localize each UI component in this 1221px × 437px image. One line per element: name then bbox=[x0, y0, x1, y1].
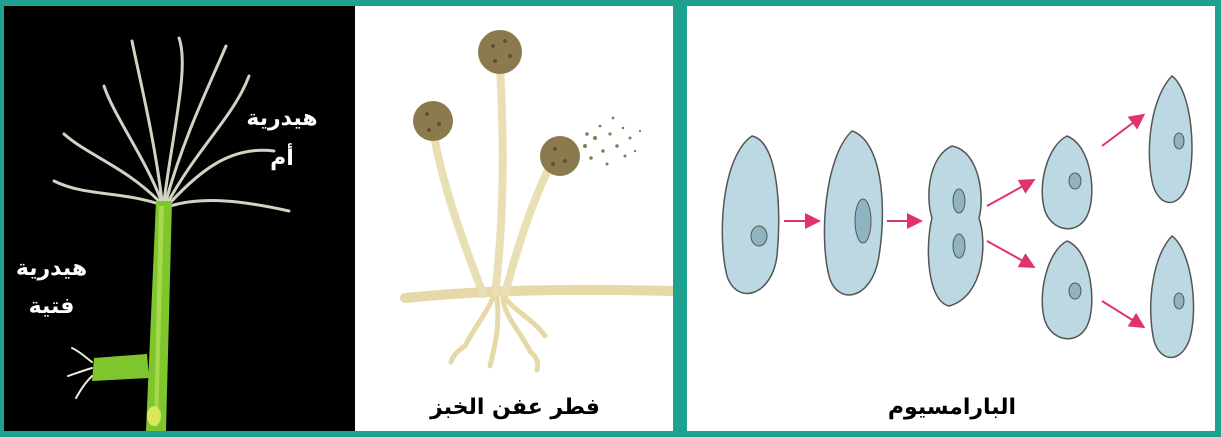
mold-panel: فطر عفن الخبز bbox=[355, 6, 677, 431]
hydra-bud bbox=[92, 354, 149, 381]
paramecium-cell-7 bbox=[1151, 236, 1194, 357]
paramecium-caption: البارامسيوم bbox=[802, 394, 1102, 422]
mold-illustration bbox=[355, 6, 677, 431]
paramecium-illustration bbox=[687, 6, 1215, 431]
hydra-parent-label-1: هيدرية bbox=[232, 104, 332, 134]
paramecium-cell-6 bbox=[1149, 76, 1192, 202]
paramecium-cell-1 bbox=[722, 136, 778, 293]
hydra-bud-label-2: فتية bbox=[4, 292, 99, 322]
paramecium-panel: البارامسيوم bbox=[685, 6, 1215, 431]
hydra-parent-label-2: أم bbox=[232, 144, 332, 174]
hydra-illustration bbox=[4, 6, 355, 431]
paramecium-cell-5 bbox=[1042, 241, 1092, 339]
hydra-bud-label-1: هيدرية bbox=[4, 254, 99, 284]
hydra-panel: هيدرية أم هيدرية فتية bbox=[4, 6, 355, 431]
paramecium-cell-3 bbox=[928, 146, 982, 306]
paramecium-cell-4 bbox=[1042, 136, 1092, 229]
paramecium-cell-2 bbox=[824, 131, 882, 295]
mold-caption: فطر عفن الخبز bbox=[365, 394, 665, 422]
